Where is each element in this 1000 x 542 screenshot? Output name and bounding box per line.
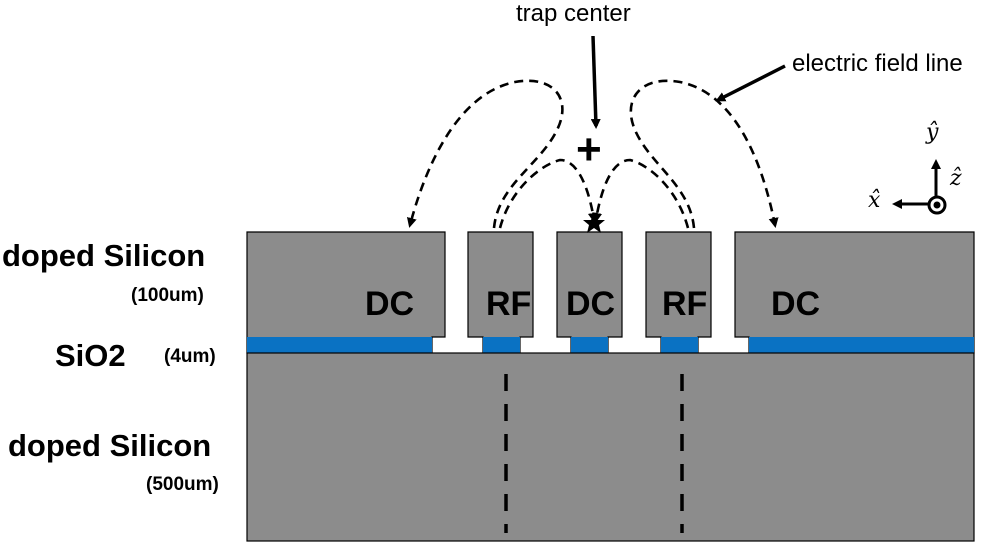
field-line-outer-left xyxy=(406,79,564,229)
trap-center-label: trap center xyxy=(516,0,631,27)
field-line-label: electric field line xyxy=(792,50,963,77)
electric-field-lines xyxy=(406,79,779,229)
oxide-layer xyxy=(247,337,974,353)
y-axis-label: ŷ xyxy=(926,120,939,145)
oxide-strip xyxy=(571,337,608,353)
field-line-inner-left xyxy=(498,158,598,229)
bottom-silicon-layer xyxy=(246,352,975,542)
electrode-label-dc-center: DC xyxy=(566,285,616,323)
trap-center-arrow xyxy=(590,35,601,129)
top-silicon-name: doped Silicon xyxy=(2,238,206,273)
coordinate-axes xyxy=(892,159,947,215)
x-axis-label: x̂ xyxy=(868,188,881,213)
z-axis-label: ẑ xyxy=(950,166,962,191)
oxide-name: SiO2 xyxy=(55,338,126,373)
trap-center-marker: + xyxy=(576,125,602,174)
electrode-label-rf-right: RF xyxy=(662,285,708,323)
z-axis-dot xyxy=(933,201,941,209)
field-line-pointer-arrow xyxy=(715,64,786,102)
electrode-label-dc-right: DC xyxy=(771,285,821,323)
oxide-strip xyxy=(749,337,974,353)
oxide-strip xyxy=(483,337,520,353)
oxide-strip xyxy=(247,337,432,353)
bottom-silicon-thickness: (500um) xyxy=(146,474,219,495)
oxide-strip xyxy=(661,337,698,353)
electrode-label-rf-left: RF xyxy=(486,285,532,323)
field-line-inner-right xyxy=(592,158,690,229)
field-line-outer-right xyxy=(629,79,779,229)
star-marker xyxy=(583,212,605,233)
electrode-label-dc-left: DC xyxy=(365,285,415,323)
oxide-thickness: (4um) xyxy=(164,346,216,367)
bottom-silicon-name: doped Silicon xyxy=(8,428,212,463)
top-silicon-thickness: (100um) xyxy=(131,285,204,306)
